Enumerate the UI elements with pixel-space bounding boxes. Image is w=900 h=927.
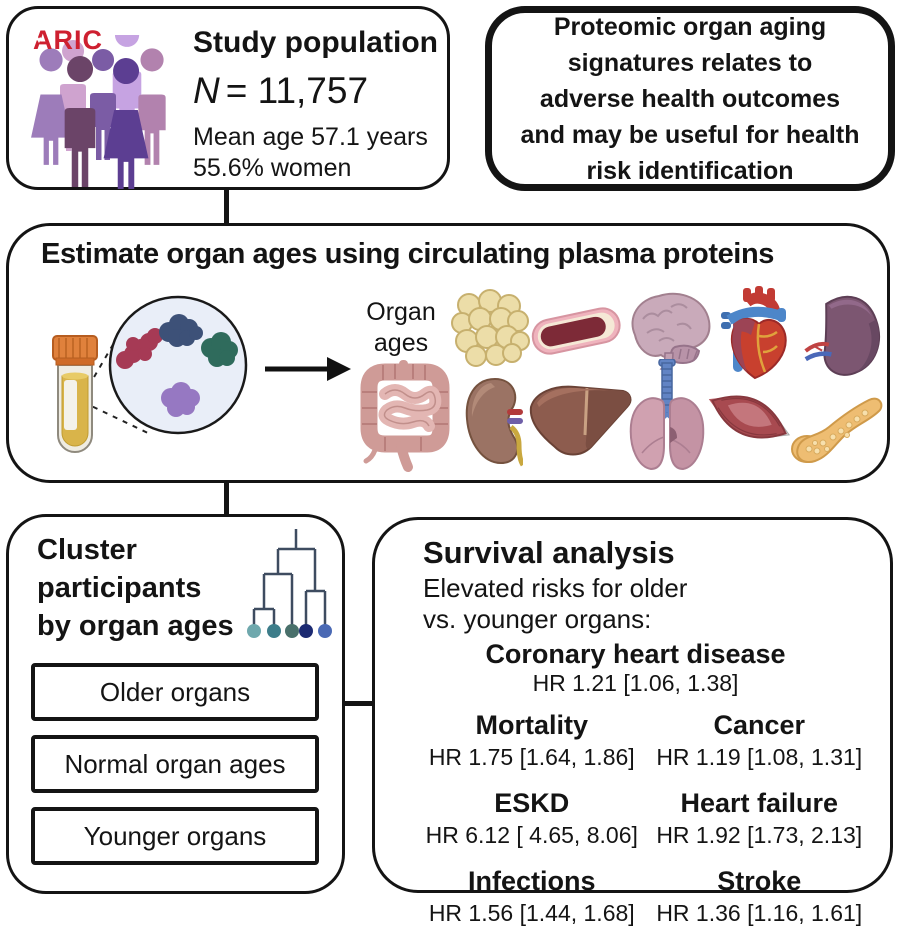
muscle-icon	[708, 395, 791, 439]
estimate-organ-ages-box: Estimate organ ages using circulating pl…	[6, 223, 890, 483]
outcome-label: Cancer	[713, 710, 806, 740]
dendrogram-leaf-5	[318, 624, 332, 638]
n-symbol: N	[193, 70, 220, 111]
outcome-hazard-ratio: HR 1.56 [1.44, 1.68]	[428, 900, 635, 926]
study-population-text: Study population N= 11,757 Mean age 57.1…	[193, 23, 449, 184]
outcome-cancer: Cancer HR 1.19 [1.08, 1.31]	[651, 710, 869, 771]
connector-estimate-to-cluster	[224, 481, 229, 516]
spleen-icon	[804, 295, 880, 376]
outcome-hazard-ratio: HR 1.19 [1.08, 1.31]	[656, 744, 863, 770]
outcome-label: Heart failure	[680, 788, 839, 818]
dendrogram-leaf-3	[285, 624, 299, 638]
outcome-hazard-ratio: HR 1.75 [1.64, 1.86]	[428, 744, 635, 770]
arrow-right-icon	[265, 357, 351, 381]
outcome-label: Coronary heart disease	[485, 639, 786, 669]
dendrogram-leaf-4	[299, 624, 313, 638]
outcome-mortality: Mortality HR 1.75 [1.64, 1.86]	[423, 710, 641, 771]
survival-title: Survival analysis	[423, 535, 675, 570]
plasma-sample-scene	[52, 295, 351, 453]
protein-blob-navy-icon	[159, 314, 203, 347]
organ-ages-label: Organ ages	[366, 298, 436, 357]
conclusion-text: Proteomic organ aging signatures relates…	[520, 12, 860, 185]
outcome-stroke: Stroke HR 1.36 [1.16, 1.61]	[651, 866, 869, 927]
dendrogram-leaf-1	[247, 624, 261, 638]
cluster-title: Cluster participants by organ ages	[37, 534, 234, 642]
lungs-icon	[629, 359, 705, 471]
percent-women: 55.6% women	[193, 154, 352, 182]
connector-cluster-to-survival	[344, 701, 374, 706]
aric-logo-heart-icon: ♥	[36, 35, 42, 46]
outcome-label: Stroke	[717, 866, 802, 896]
liver-icon	[529, 385, 632, 456]
dendrogram-leaf-2	[267, 624, 281, 638]
outcome-hazard-ratio: HR 1.92 [1.73, 2.13]	[656, 822, 863, 848]
adipose-tissue-icon	[451, 289, 530, 367]
connector-population-to-estimate	[224, 189, 229, 225]
mean-age: Mean age 57.1 years	[193, 123, 428, 151]
artery-icon	[531, 307, 621, 355]
graphical-abstract: { "study_population": { "logo": "ARIC", …	[6, 6, 895, 926]
study-population-people-icon	[31, 35, 166, 190]
outcome-coronary-heart-disease: Coronary heart disease HR 1.21 [1.06, 1.…	[423, 639, 848, 697]
outcomes-grid: Mortality HR 1.75 [1.64, 1.86] Cancer HR…	[423, 710, 868, 927]
survival-subtitle: Elevated risks for older vs. younger org…	[423, 573, 688, 634]
dendrogram-icon	[247, 529, 332, 638]
outcome-hazard-ratio: HR 1.36 [1.16, 1.61]	[656, 900, 863, 926]
study-population-box: ARIC ♥ Study population N= 11,757 Mean a…	[6, 6, 450, 190]
group-older-organs: Older organs	[31, 663, 319, 721]
cluster-box: Cluster participants by organ ages Older…	[6, 514, 345, 894]
intestine-icon	[360, 360, 450, 472]
plasma-proteins-circle	[108, 295, 248, 435]
outcome-hazard-ratio: HR 6.12 [ 4.65, 8.06]	[425, 822, 638, 848]
outcome-hazard-ratio: HR 1.21 [1.06, 1.38]	[532, 670, 739, 696]
conclusion-box: Proteomic organ aging signatures relates…	[485, 6, 895, 191]
estimate-title: Estimate organ ages using circulating pl…	[41, 238, 774, 270]
protein-blob-crimson-icon	[116, 328, 163, 369]
protein-blob-teal-icon	[201, 332, 238, 367]
outcome-heart-failure: Heart failure HR 1.92 [1.73, 2.13]	[651, 788, 869, 849]
outcome-label: Mortality	[475, 710, 588, 740]
outcome-eskd: ESKD HR 6.12 [ 4.65, 8.06]	[423, 788, 641, 849]
kidney-icon	[465, 377, 523, 467]
study-population-title: Study population	[193, 26, 438, 59]
survival-analysis-box: Survival analysis Elevated risks for old…	[372, 517, 893, 926]
pancreas-icon	[791, 397, 883, 463]
n-value: = 11,757	[225, 70, 369, 111]
group-normal-organ-ages: Normal organ ages	[31, 735, 319, 793]
heart-icon	[721, 286, 787, 380]
blood-tube-icon	[52, 335, 98, 453]
protein-blob-purple-icon	[161, 382, 200, 417]
sample-size: N= 11,757	[193, 67, 449, 115]
brain-icon	[631, 292, 711, 372]
group-younger-organs: Younger organs	[31, 807, 319, 865]
outcome-infections: Infections HR 1.56 [1.44, 1.68]	[423, 866, 641, 927]
outcome-label: ESKD	[494, 788, 570, 818]
aric-logo: ARIC	[33, 25, 103, 55]
outcome-label: Infections	[467, 866, 596, 896]
